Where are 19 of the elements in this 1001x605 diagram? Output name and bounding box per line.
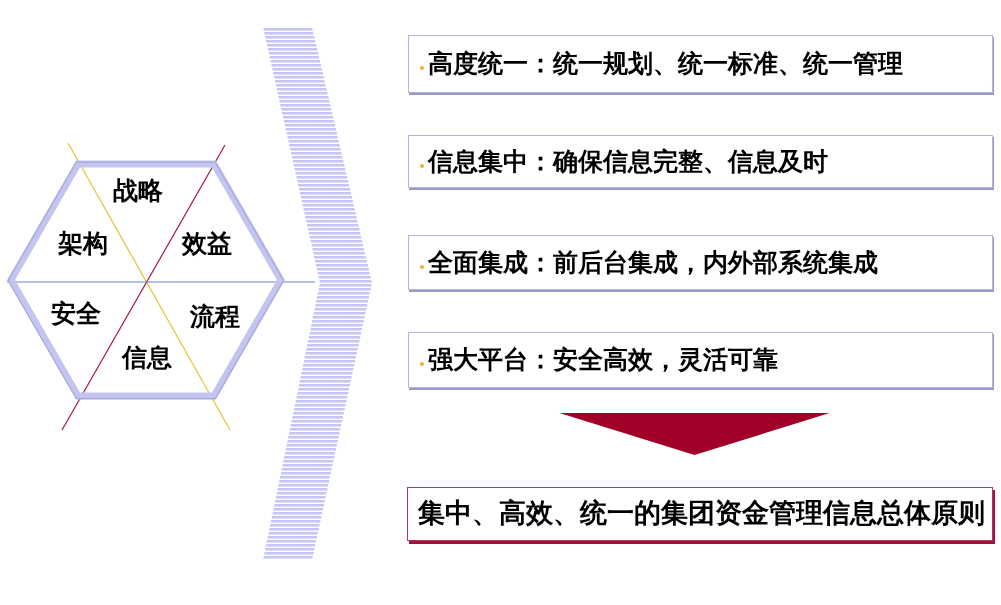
- segment-label: 架构: [58, 230, 108, 256]
- box-text: 高度统一：统一规划、统一标准、统一管理: [428, 50, 903, 78]
- conclusion-box: [407, 487, 993, 541]
- segment-label: 信息: [122, 344, 172, 370]
- text-box: [408, 35, 993, 93]
- box-text: 强大平台：安全高效，灵活可靠: [428, 346, 778, 374]
- segment-label: 效益: [182, 230, 232, 256]
- hexagon: [7, 160, 285, 400]
- segment-label: 安全: [51, 300, 101, 326]
- segment-label: 战略: [113, 177, 163, 203]
- box-text: 信息集中：确保信息完整、信息及时: [428, 147, 828, 176]
- chevron-arrow: [263, 27, 372, 560]
- text-box: [408, 235, 993, 290]
- conclusion-text: 集中、高效、统一的集团资金管理信息总体原则: [418, 499, 985, 529]
- text-box: [408, 135, 993, 188]
- segment-label: 流程: [190, 303, 240, 329]
- text-box: [408, 332, 993, 388]
- box-text: 全面集成：前后台集成，内外部系统集成: [428, 248, 878, 277]
- down-arrow: [559, 413, 830, 455]
